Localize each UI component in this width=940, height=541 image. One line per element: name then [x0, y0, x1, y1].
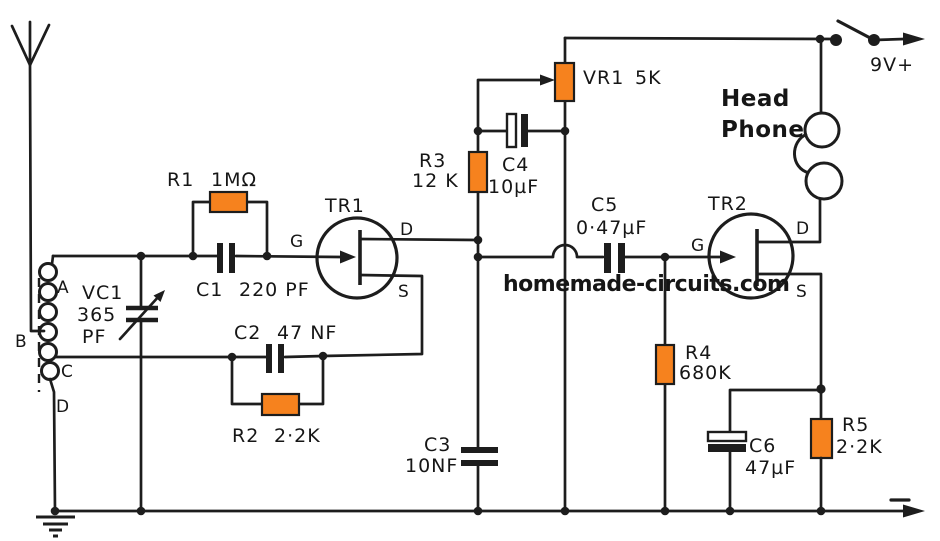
c6-capacitor — [706, 388, 823, 513]
r4-name: R4 — [685, 342, 712, 364]
tuning-coil — [37, 254, 60, 513]
interstage-wire — [476, 243, 605, 259]
r2-value: 2·2K — [274, 425, 321, 447]
tr2-transistor — [707, 197, 823, 421]
vc1-variable-capacitor — [118, 254, 165, 359]
tr2-gate-pin-label: G — [691, 236, 704, 256]
c2-value: 47 NF — [277, 322, 337, 344]
r2-resistor — [230, 355, 325, 417]
c6-value: 47µF — [745, 457, 796, 479]
r3-value: 12 K — [412, 170, 459, 192]
c4-value: 10µF — [488, 176, 539, 198]
c5-capacitor — [604, 243, 722, 273]
c2-name: C2 — [234, 322, 261, 344]
c1-value: 220 PF — [239, 279, 310, 301]
battery-positive-arrow-icon — [903, 32, 925, 46]
tr1-source-pin-label: S — [398, 282, 409, 302]
vr1-potentiometer — [540, 36, 576, 513]
tr2-label: TR2 — [707, 193, 748, 215]
tr1-gate-arrow-icon — [340, 250, 356, 264]
c4-capacitor — [476, 112, 567, 149]
c5-name: C5 — [591, 194, 618, 216]
tr2-source-pin-label: S — [796, 282, 807, 302]
coil-tap-d-label: D — [56, 397, 69, 417]
r1-resistor — [191, 190, 269, 258]
power-switch — [830, 19, 925, 46]
r5-resistor — [809, 417, 834, 513]
c1-name: C1 — [196, 279, 223, 301]
r1-name: R1 — [167, 169, 194, 191]
headphone-label-line2: Phone — [721, 117, 805, 143]
vr1-wiper-arrow-icon — [540, 74, 555, 86]
r2-name: R2 — [232, 425, 259, 447]
coil-tap-b-label: B — [15, 332, 27, 352]
r4-value: 680K — [679, 362, 732, 384]
c1-capacitor — [217, 243, 235, 273]
tr1-gate-pin-label: G — [290, 232, 303, 252]
ground-symbol — [36, 515, 75, 538]
headphone-label-line1: Head — [721, 86, 790, 112]
c3-capacitor — [461, 238, 498, 513]
coil-tap-c-label: C — [61, 362, 73, 382]
c3-name: C3 — [424, 434, 451, 456]
r4-resistor — [654, 255, 676, 513]
c3-value: 10NF — [405, 455, 458, 477]
supply-rail — [563, 36, 838, 41]
c5-value: 0·47µF — [576, 217, 647, 239]
battery-negative-arrow-icon — [903, 504, 925, 518]
coil-tap-a-label: A — [57, 278, 69, 298]
vr1-value: 5K — [635, 67, 662, 89]
tr1-transistor — [315, 216, 480, 358]
junction-dots — [50, 34, 826, 516]
vr1-name: VR1 — [583, 67, 624, 89]
r3-name: R3 — [419, 150, 446, 172]
headphone-symbol — [793, 37, 844, 201]
c6-name: C6 — [749, 435, 776, 457]
tr2-drain-pin-label: D — [796, 219, 809, 239]
supply-voltage-label: 9V+ — [870, 54, 914, 76]
vc1-name: VC1 — [82, 282, 123, 304]
vc1-value: 365 — [77, 304, 116, 326]
watermark-text: homemade-circuits.com — [503, 272, 789, 297]
tr1-drain-pin-label: D — [400, 220, 413, 240]
tr2-gate-arrow-icon — [720, 250, 736, 264]
r5-name: R5 — [842, 414, 869, 436]
r1-value: 1MΩ — [211, 169, 257, 191]
r5-value: 2·2K — [836, 436, 883, 458]
c4-name: C4 — [502, 154, 529, 176]
c2-capacitor — [266, 344, 284, 373]
tr1-label: TR1 — [324, 195, 365, 217]
vc1-unit: PF — [82, 326, 106, 348]
